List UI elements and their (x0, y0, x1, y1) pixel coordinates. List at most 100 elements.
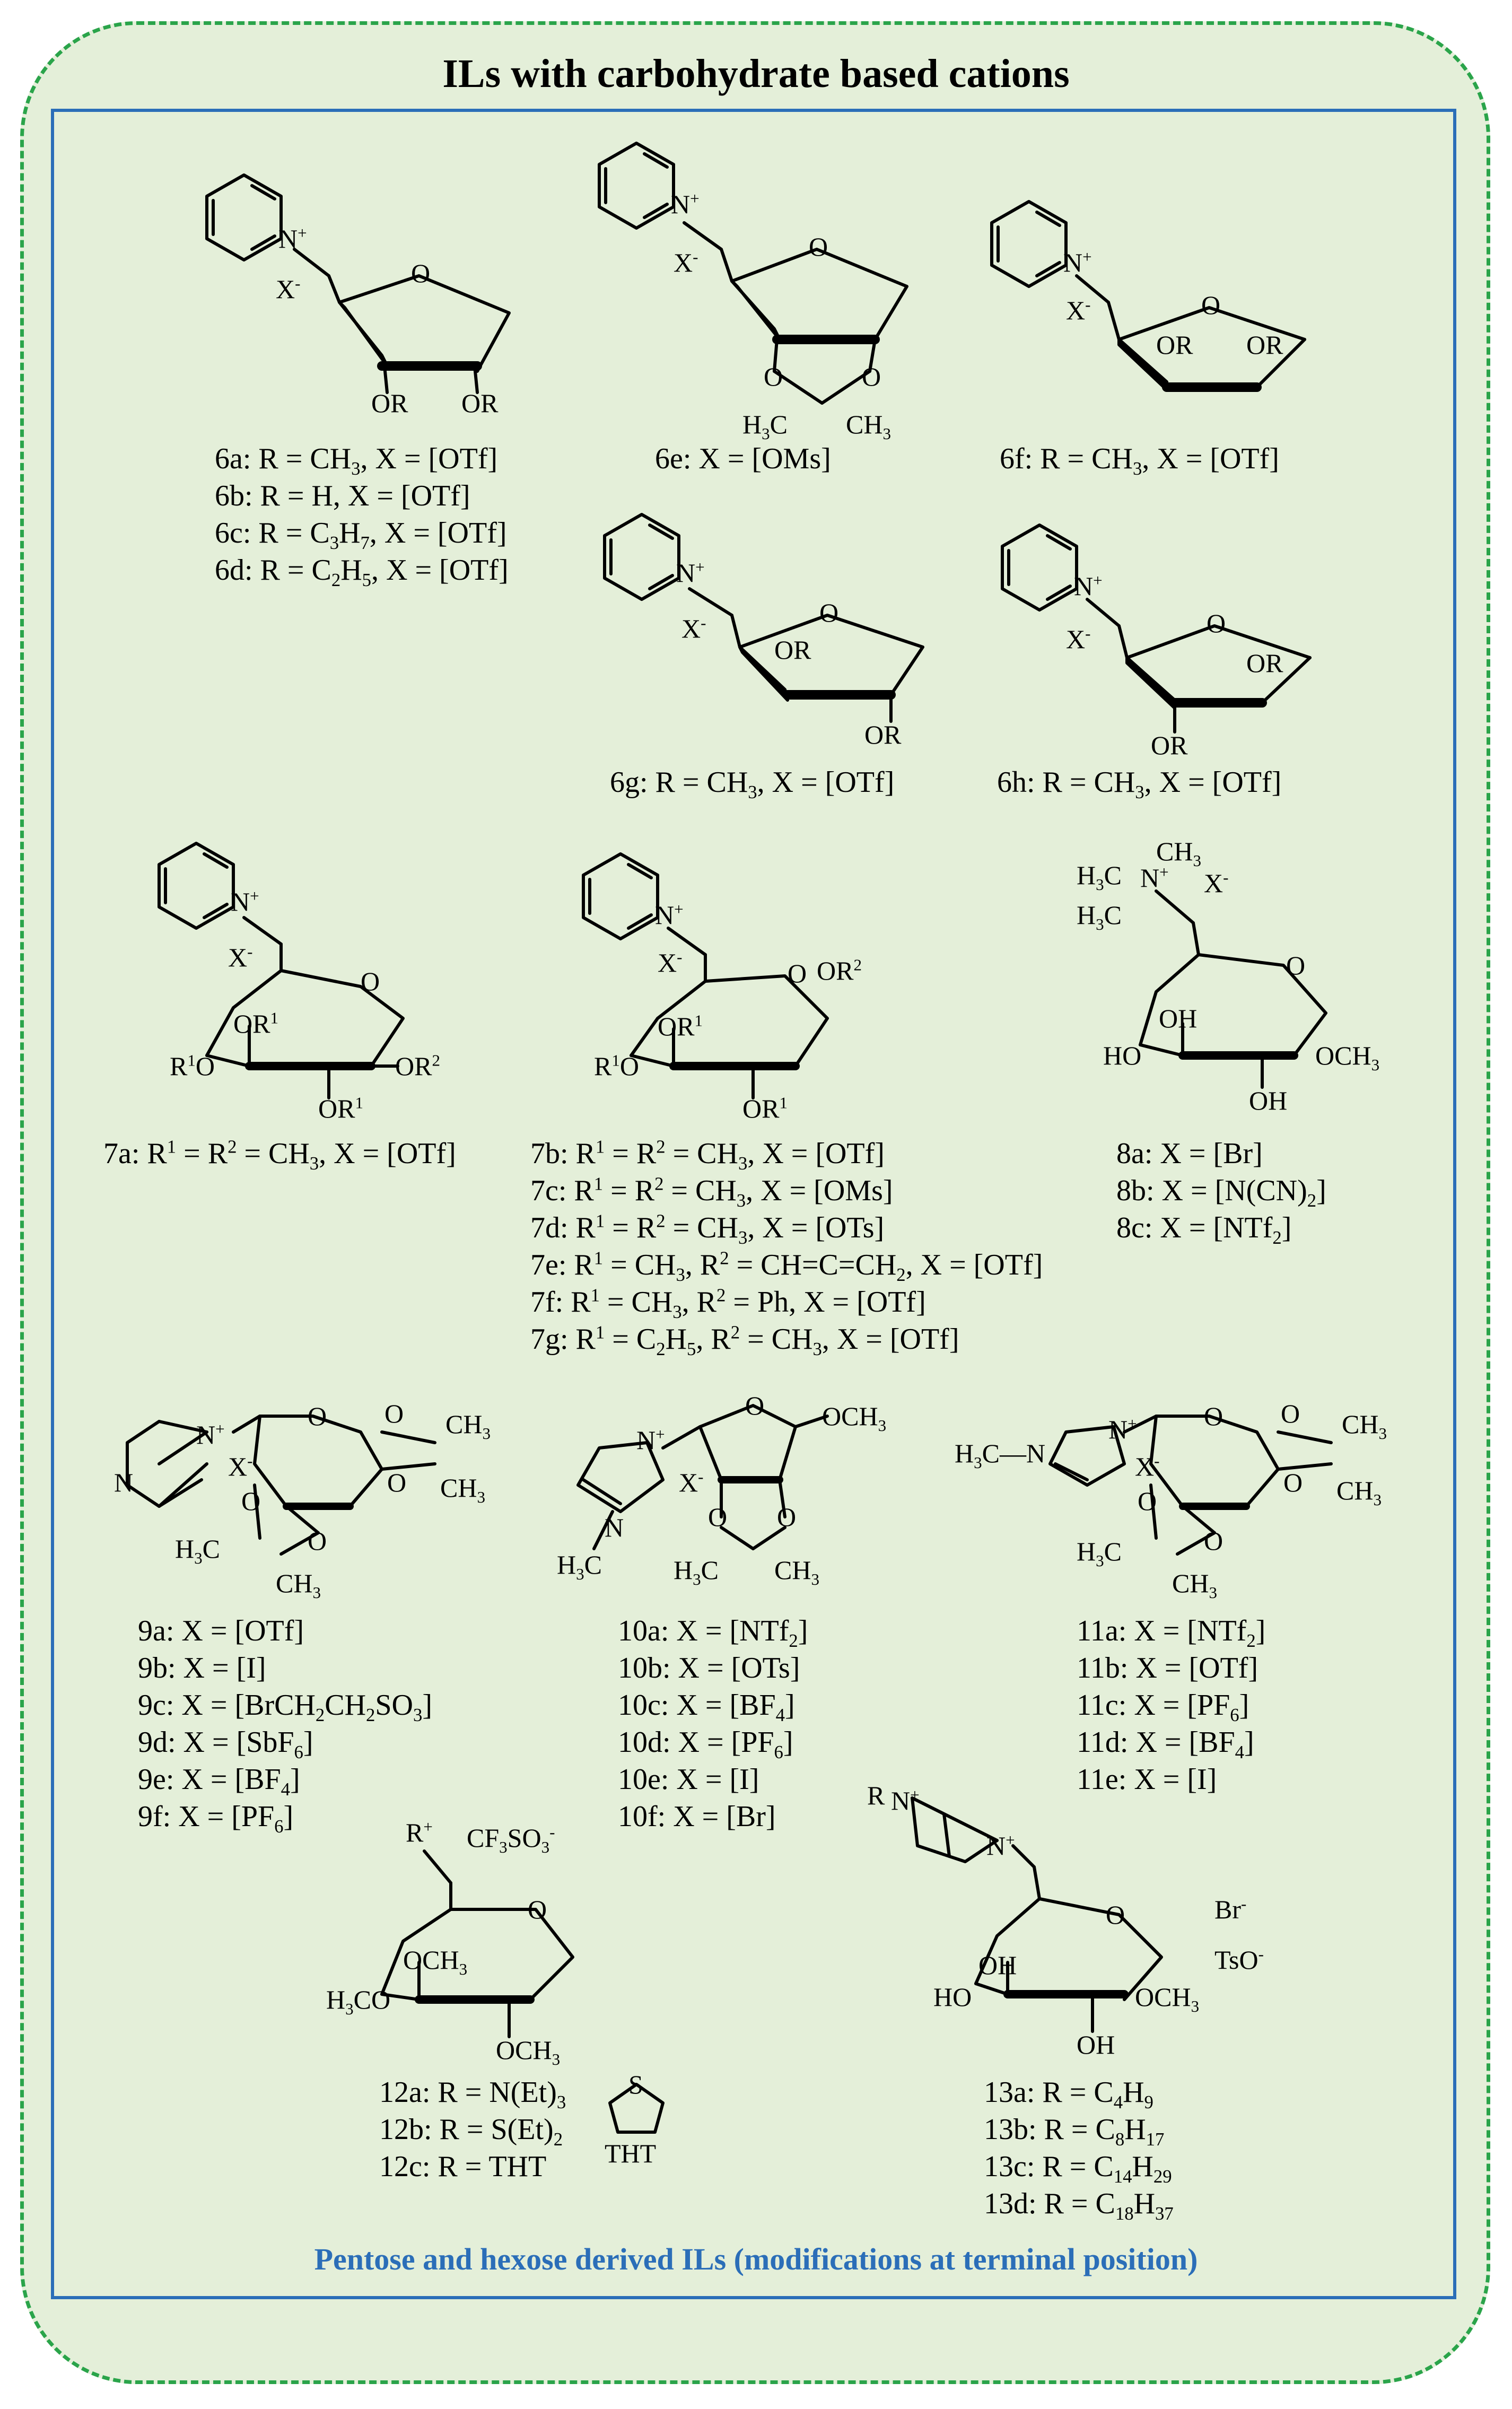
caption-12: 12a: R = N(Et)3 12b: R = S(Et)2 12c: R =… (379, 2074, 566, 2185)
caption-line: 10a: X = [NTf2] (618, 1614, 808, 1652)
caption-line: 6g: R = CH3, X = [OTf] (610, 766, 895, 803)
caption-line: 7c: R1 = R2 = CH3, X = [OMs] (530, 1173, 893, 1211)
caption-line: 6d: R = C2H5, X = [OTf] (215, 554, 509, 591)
atom-x: X- (276, 274, 301, 304)
atom-n: N (114, 1468, 134, 1497)
atom-ch3: CH3 (1172, 1568, 1217, 1602)
atom-o: O (764, 362, 783, 391)
atom-or: OR (1246, 648, 1283, 678)
caption-6e: 6e: X = [OMs] (655, 440, 831, 477)
atom-ho: HO (1103, 1041, 1142, 1070)
atom-oh: OH (1077, 2030, 1115, 2059)
caption-7a: 7a: R1 = R2 = CH3, X = [OTf] (103, 1135, 456, 1173)
atom-o: O (528, 1895, 547, 1924)
atom-tso-anion: TsO- (1214, 1944, 1264, 1975)
caption-line: 11b: X = [OTf] (1077, 1652, 1258, 1684)
atom-o: O (819, 598, 839, 627)
atom-ch3: CH3 (774, 1555, 819, 1588)
atom-h3c: H3C (175, 1534, 220, 1567)
atom-or: OR (1151, 730, 1188, 760)
caption-7b-7g: 7b: R1 = R2 = CH3, X = [OTf] 7c: R1 = R2… (530, 1135, 1043, 1358)
atom-o: O (708, 1502, 728, 1532)
atom-x: X- (228, 1451, 253, 1481)
atom-or1: OR1 (658, 1011, 703, 1041)
caption-line: 10c: X = [BF4] (618, 1689, 795, 1726)
atom-o: O (241, 1486, 261, 1516)
atom-nplus: N+ (655, 900, 684, 930)
caption-line: 11a: X = [NTf2] (1077, 1614, 1266, 1652)
atom-nplus: N+ (891, 1785, 920, 1816)
caption-line: 6e: X = [OMs] (655, 442, 831, 475)
inner-frame (51, 109, 1456, 2299)
atom-h3c: H3C (742, 409, 788, 443)
atom-nplus: N+ (231, 886, 259, 917)
panel-card (20, 21, 1490, 2384)
caption-8: 8a: X = [Br] 8b: X = [N(CN)2] 8c: X = [N… (1116, 1135, 1326, 1247)
caption-line: 7e: R1 = CH3, R2 = CH=C=CH2, X = [OTf] (530, 1247, 1043, 1286)
atom-h3c: H3C (557, 1550, 602, 1583)
atom-och3: OCH3 (1315, 1041, 1380, 1074)
atom-or: OR (1246, 330, 1283, 360)
atom-ho: HO (933, 1982, 972, 2012)
atom-x: X- (681, 613, 706, 643)
caption-line: 11c: X = [PF6] (1077, 1689, 1249, 1726)
atom-or: OR (1156, 330, 1193, 360)
caption-line: 8b: X = [N(CN)2] (1116, 1174, 1326, 1211)
atom-ch3: CH3 (846, 409, 891, 443)
caption-line: 6b: R = H, X = [OTf] (215, 479, 470, 512)
tht-label: THT (605, 2139, 657, 2168)
atom-o: O (745, 1391, 765, 1420)
atom-nplus: N+ (986, 1830, 1015, 1861)
atom-ch3: CH3 (1336, 1476, 1382, 1509)
caption-line: 12a: R = N(Et)3 (379, 2076, 566, 2113)
atom-r1o: R1O (170, 1051, 215, 1081)
atom-or1: OR1 (233, 1008, 278, 1038)
atom-or2: OR2 (395, 1051, 440, 1081)
atom-o: O (411, 258, 431, 288)
atom-h3c: H3C (1077, 900, 1122, 933)
atom-x: X- (228, 942, 253, 972)
caption-line: 9e: X = [BF4] (138, 1763, 300, 1800)
caption-9: 9a: X = [OTf] 9b: X = [I] 9c: X = [BrCH2… (138, 1612, 432, 1836)
atom-r1o: R1O (594, 1051, 639, 1081)
atom-x: X- (679, 1467, 704, 1497)
atom-nplus: N+ (636, 1425, 665, 1455)
caption-line: 13c: R = C14H29 (984, 2150, 1172, 2187)
atom-o: O (308, 1526, 327, 1556)
caption-line: 6h: R = CH3, X = [OTf] (997, 766, 1282, 803)
caption-line: 7b: R1 = R2 = CH3, X = [OTf] (530, 1136, 885, 1174)
atom-nplus: N+ (1140, 862, 1169, 893)
atom-ch3: CH3 (1342, 1409, 1387, 1443)
caption-line: 10b: X = [OTs] (618, 1652, 800, 1684)
atom-br-anion: Br- (1214, 1894, 1247, 1924)
caption-line: 12b: R = S(Et)2 (379, 2113, 563, 2150)
caption-line: 10f: X = [Br] (618, 1800, 776, 1833)
atom-ch3: CH3 (1156, 836, 1201, 870)
atom-x: X- (674, 247, 698, 277)
atom-or1: OR1 (318, 1093, 363, 1123)
atom-h3c-n: H3C—N (955, 1438, 1046, 1472)
atom-o: O (384, 1399, 404, 1428)
caption-6h: 6h: R = CH3, X = [OTf] (997, 764, 1281, 801)
caption-line: 7f: R1 = CH3, R2 = Ph, X = [OTf] (530, 1285, 926, 1323)
atom-o: O (1286, 950, 1306, 980)
atom-h3c: H3C (1077, 860, 1122, 894)
atom-nplus: N+ (1108, 1414, 1137, 1444)
caption-line: 6f: R = CH3, X = [OTf] (1000, 442, 1279, 479)
atom-h3c: H3C (1077, 1537, 1122, 1570)
atom-x: X- (1066, 624, 1091, 654)
atom-x: X- (1135, 1451, 1160, 1481)
caption-line: 6c: R = C3H7, X = [OTf] (215, 517, 507, 554)
atom-nplus: N+ (1063, 247, 1092, 277)
atom-o: O (387, 1468, 407, 1497)
atom-o: O (1204, 1526, 1223, 1556)
atom-o: O (788, 958, 807, 988)
atom-x: X- (1066, 295, 1091, 325)
atom-oh: OH (1249, 1086, 1288, 1115)
caption-line: 9a: X = [OTf] (138, 1614, 304, 1647)
caption-line: 11d: X = [BF4] (1077, 1726, 1254, 1763)
atom-oh: OH (1159, 1003, 1198, 1033)
caption-line: 13b: R = C8H17 (984, 2113, 1165, 2150)
caption-line: 12c: R = THT (379, 2150, 547, 2183)
atom-h3co: H3CO (326, 1985, 391, 2018)
